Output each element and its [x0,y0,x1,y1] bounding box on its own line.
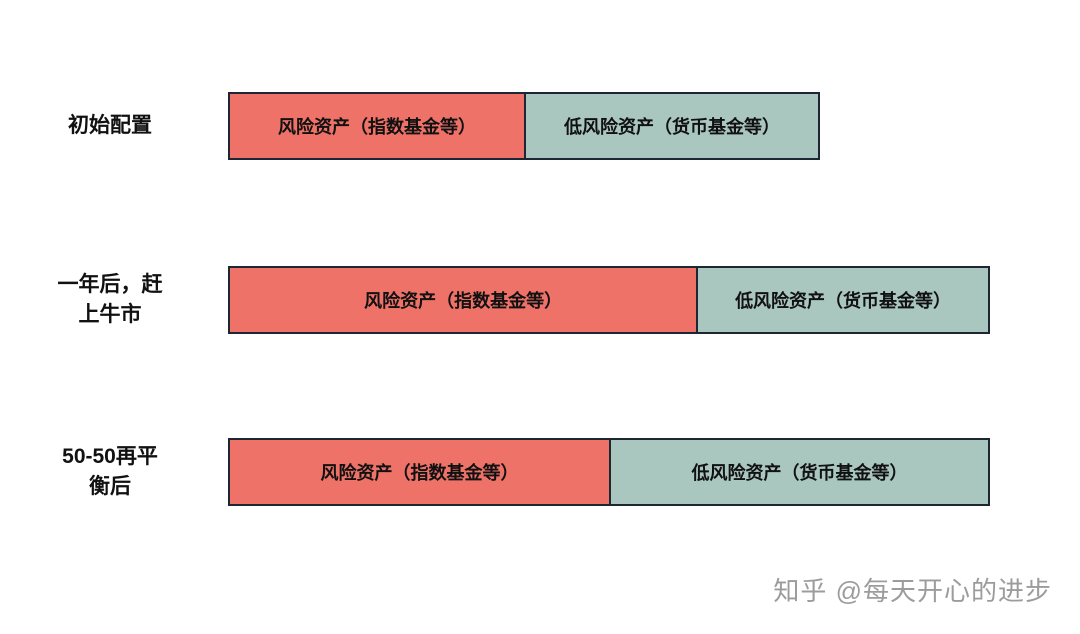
allocation-bar: 风险资产（指数基金等） 低风险资产（货币基金等） [228,266,990,334]
risk-asset-segment: 风险资产（指数基金等） [230,94,525,158]
row-label-line: 一年后，赶 [57,272,163,296]
bar-track: 风险资产（指数基金等） 低风险资产（货币基金等） [228,438,990,506]
row-initial-allocation: 初始配置 风险资产（指数基金等） 低风险资产（货币基金等） [0,92,1080,160]
allocation-bar: 风险资产（指数基金等） 低风险资产（货币基金等） [228,92,821,160]
segment-label: 风险资产（指数基金等） [320,463,519,483]
zhihu-watermark: 知乎 @每天开心的进步 [773,576,1052,606]
row-label-initial-allocation: 初始配置 [18,92,202,160]
low-risk-asset-segment: 低风险资产（货币基金等） [609,440,988,504]
allocation-bar: 风险资产（指数基金等） 低风险资产（货币基金等） [228,438,990,506]
risk-asset-segment: 风险资产（指数基金等） [230,268,697,332]
row-after-rebalance: 50-50再平 衡后 风险资产（指数基金等） 低风险资产（货币基金等） [0,438,1080,506]
row-label-after-rebalance: 50-50再平 衡后 [18,438,202,506]
row-label-line: 初始配置 [68,113,152,137]
segment-label: 低风险资产（货币基金等） [735,291,952,311]
row-label-after-bull-market: 一年后，赶 上牛市 [18,266,202,334]
row-label-line: 上牛市 [78,303,142,326]
low-risk-asset-segment: 低风险资产（货币基金等） [524,94,819,158]
low-risk-asset-segment: 低风险资产（货币基金等） [696,268,988,332]
segment-label: 风险资产（指数基金等） [364,291,563,311]
row-label-line: 50-50再平 [62,444,158,468]
row-after-bull-market: 一年后，赶 上牛市 风险资产（指数基金等） 低风险资产（货币基金等） [0,266,1080,334]
segment-label: 低风险资产（货币基金等） [564,117,781,137]
bar-track: 风险资产（指数基金等） 低风险资产（货币基金等） [228,266,990,334]
bar-track: 风险资产（指数基金等） 低风险资产（货币基金等） [228,92,990,160]
segment-label: 风险资产（指数基金等） [278,117,477,137]
risk-asset-segment: 风险资产（指数基金等） [230,440,609,504]
row-label-line: 衡后 [89,475,131,498]
segment-label: 低风险资产（货币基金等） [691,463,908,483]
